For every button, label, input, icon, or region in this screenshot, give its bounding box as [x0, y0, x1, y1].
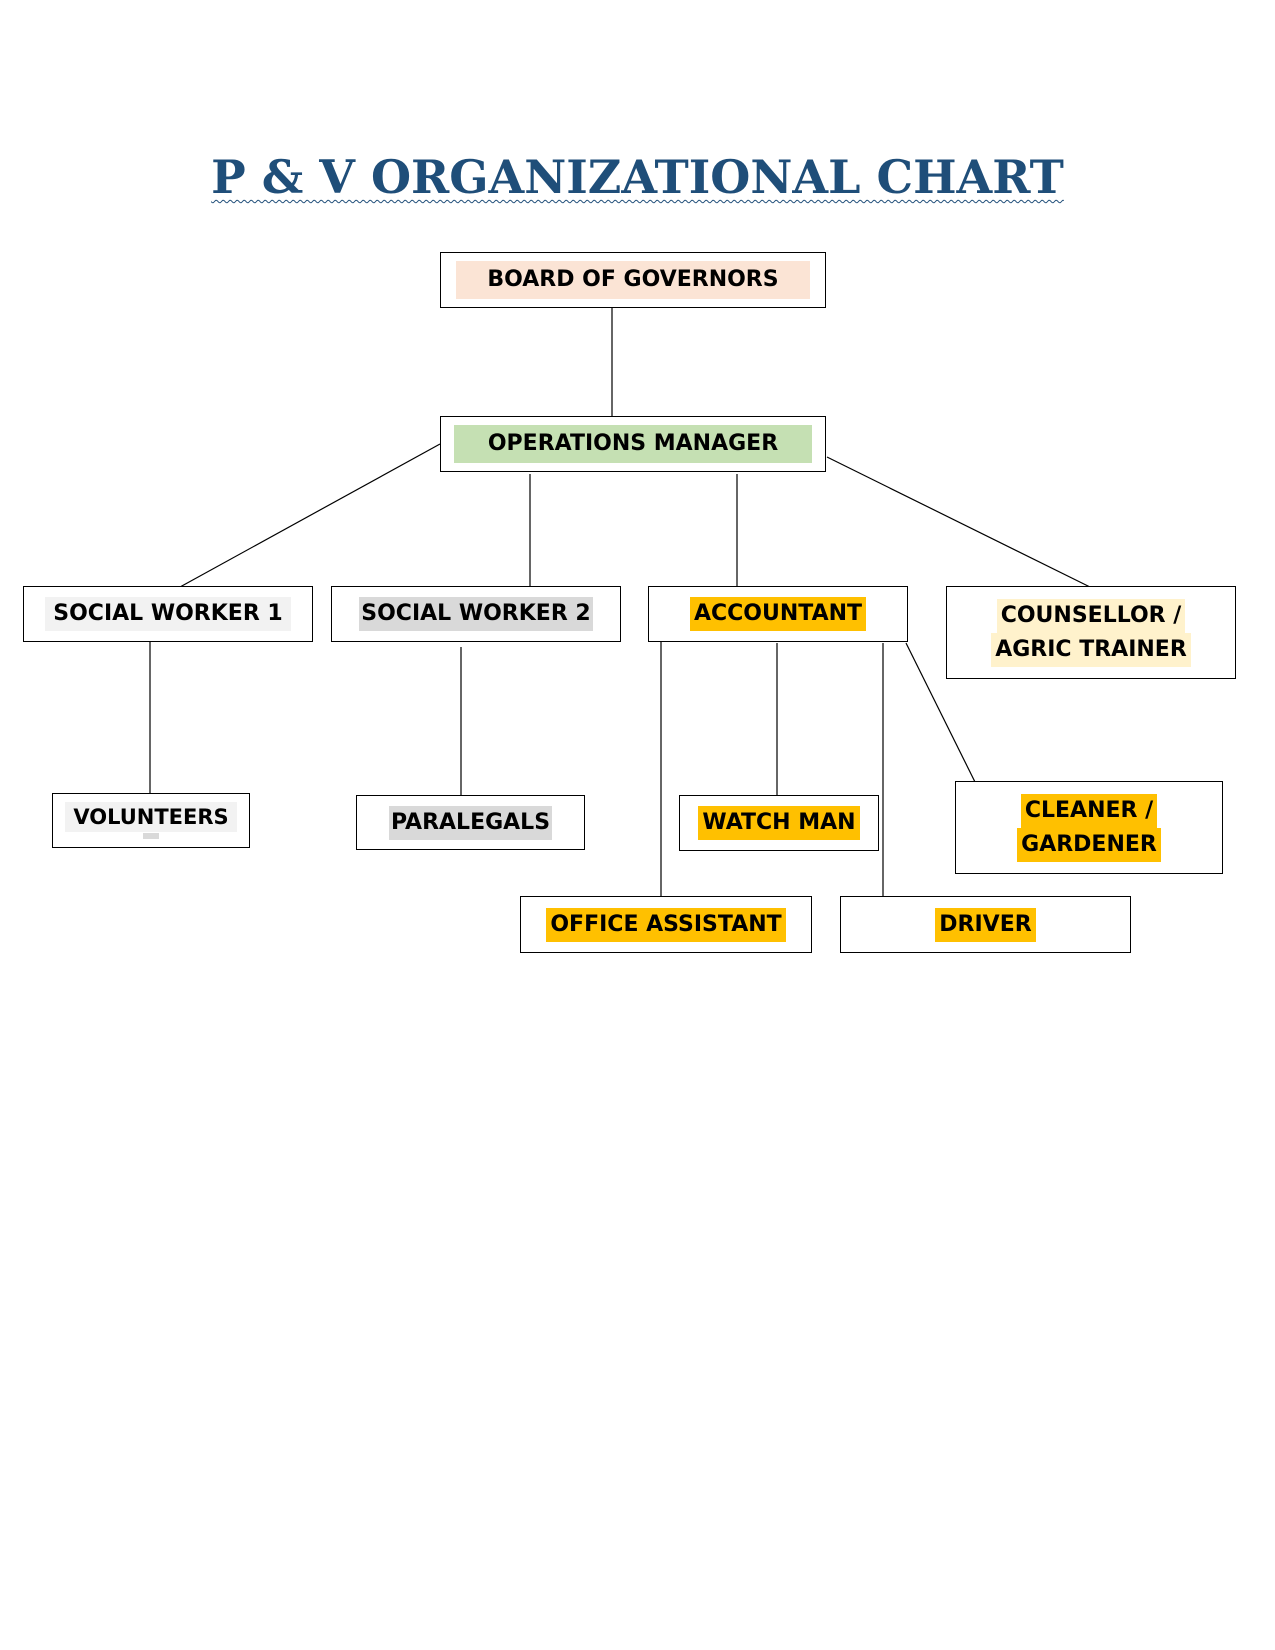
accountant-label: ACCOUNTANT — [689, 597, 867, 631]
office-assistant-box: OFFICE ASSISTANT — [520, 896, 812, 953]
watch-man-box: WATCH MAN — [679, 795, 879, 851]
accountant-box: ACCOUNTANT — [648, 586, 908, 642]
cleaner-label-line-1: CLEANER / — [1020, 793, 1158, 828]
paralegals-box: PARALEGALS — [356, 795, 585, 850]
chart-title: P & V ORGANIZATIONAL CHART — [211, 150, 1064, 204]
counsellor-agric-trainer-box: COUNSELLOR / AGRIC TRAINER — [946, 586, 1236, 679]
cleaner-label-line-2: GARDENER — [1017, 827, 1161, 862]
highlight-mark — [143, 833, 159, 839]
cleaner-gardener-box: CLEANER / GARDENER — [955, 781, 1223, 874]
operations-manager-label: OPERATIONS MANAGER — [454, 425, 812, 463]
social-worker-1-label: SOCIAL WORKER 1 — [45, 597, 291, 631]
line-manager-to-sw1 — [179, 443, 441, 588]
watch-man-label: WATCH MAN — [698, 806, 860, 840]
board-of-governors-box: BOARD OF GOVERNORS — [440, 252, 826, 308]
counsellor-label-line-2: AGRIC TRAINER — [991, 632, 1191, 667]
social-worker-1-box: SOCIAL WORKER 1 — [23, 586, 313, 642]
volunteers-label: VOLUNTEERS — [65, 802, 237, 832]
office-assistant-label: OFFICE ASSISTANT — [546, 907, 786, 942]
line-accountant-to-cleaner — [905, 642, 977, 785]
social-worker-2-label: SOCIAL WORKER 2 — [359, 597, 593, 631]
paralegals-label: PARALEGALS — [388, 805, 553, 840]
driver-box: DRIVER — [840, 896, 1131, 953]
line-manager-to-counsellor — [826, 456, 1091, 588]
operations-manager-box: OPERATIONS MANAGER — [440, 416, 826, 472]
counsellor-label-line-1: COUNSELLOR / — [996, 598, 1186, 633]
social-worker-2-box: SOCIAL WORKER 2 — [331, 586, 621, 642]
board-of-governors-label: BOARD OF GOVERNORS — [456, 261, 810, 299]
volunteers-box: VOLUNTEERS — [52, 793, 250, 848]
driver-label: DRIVER — [935, 907, 1036, 942]
